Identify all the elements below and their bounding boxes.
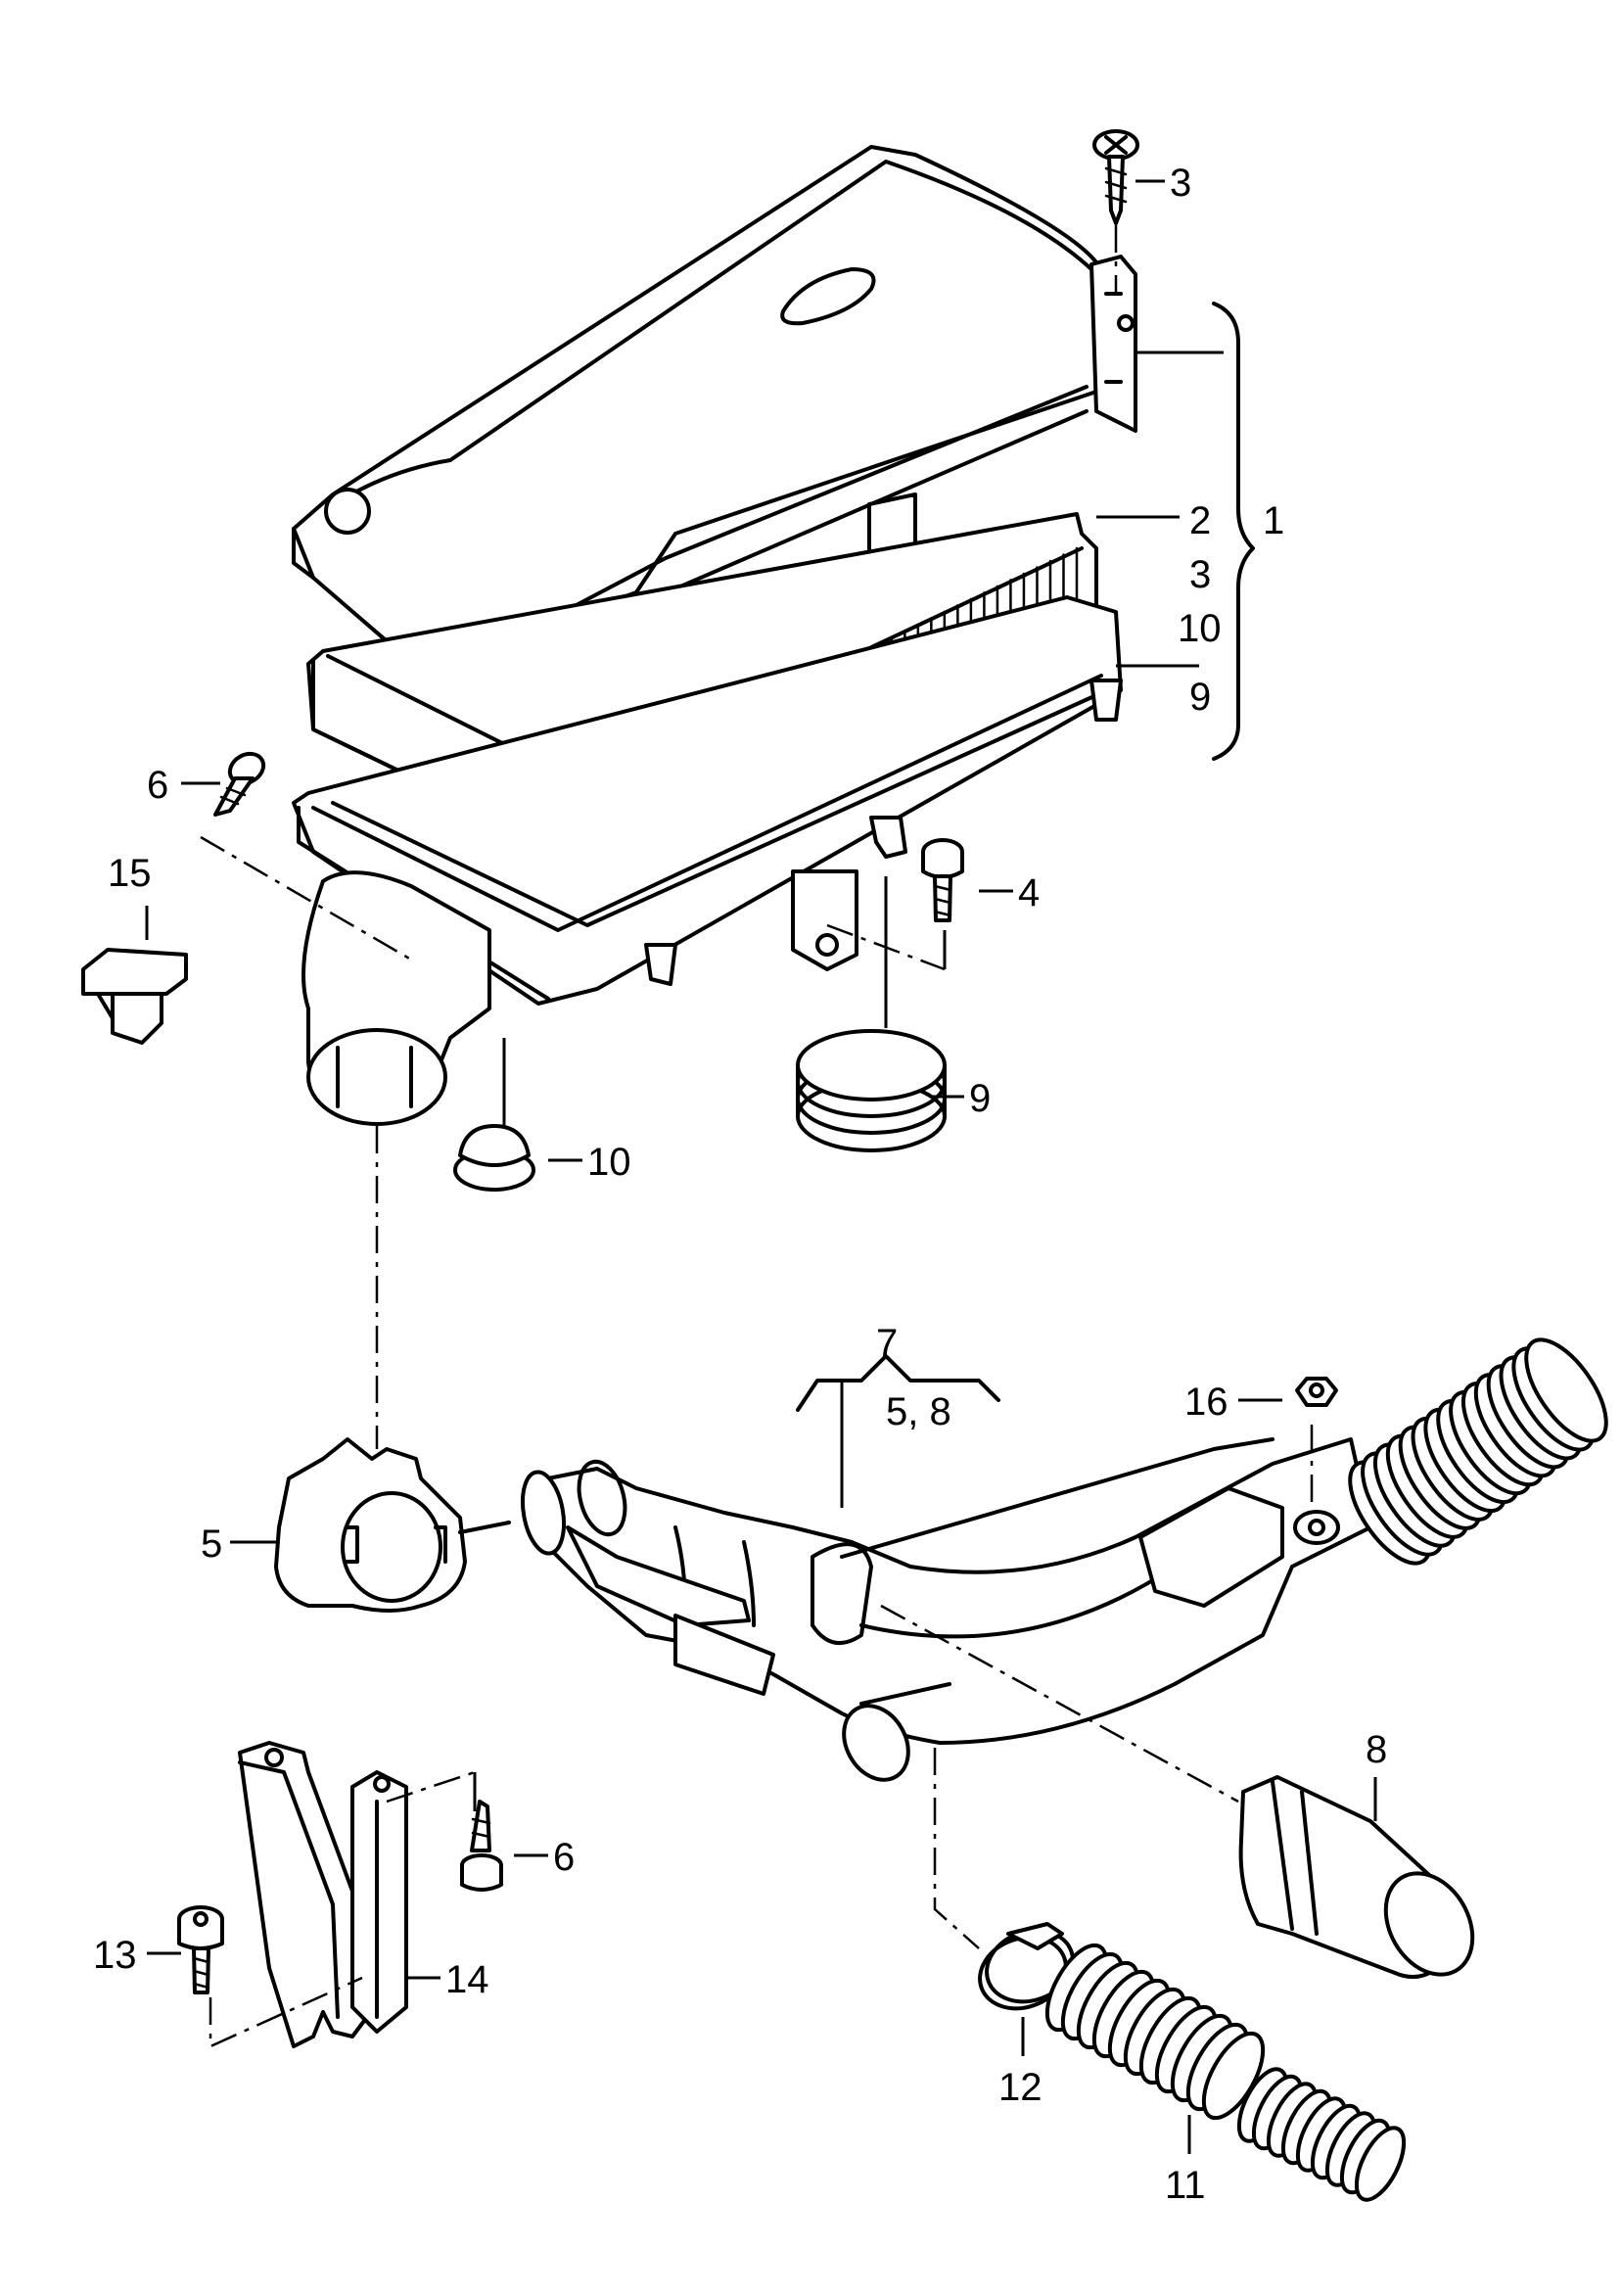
screw-6-lower-part: [460, 1800, 548, 1892]
group-bracket: [1212, 302, 1255, 761]
inlet-funnel-8-part: [1238, 1775, 1475, 1979]
callout-8: 8: [1366, 1728, 1387, 1771]
callout-14: 14: [445, 1958, 489, 2001]
grommet-10-part: [453, 1124, 535, 1192]
hose-clamp-12-part: [978, 1922, 1075, 2056]
callout-5: 5: [201, 1523, 222, 1566]
screw-6-upper-part: [200, 751, 412, 961]
bracket-14-part: [238, 1741, 440, 2048]
callout-7: 7: [876, 1322, 898, 1365]
corrugated-outlet: [1348, 1337, 1608, 1566]
callout-15: 15: [108, 852, 152, 895]
bolt-13-line: [209, 1976, 363, 2048]
callout-16: 16: [1184, 1381, 1228, 1424]
adapter-5-part: [274, 1437, 511, 1613]
callout-7-sub: 5, 8: [886, 1390, 951, 1433]
callout-10-grommet: 10: [587, 1141, 631, 1184]
duct-to-hose-line: [933, 1748, 980, 1949]
callout-9-group: 9: [1189, 676, 1211, 719]
corrugated-hose-11-part: [1044, 1943, 1407, 2202]
callout-10-group: 10: [1178, 607, 1222, 650]
callout-13: 13: [93, 1934, 137, 1977]
screw-3-part: [1092, 129, 1139, 294]
callout-11: 11: [1165, 2164, 1206, 2207]
callout-4: 4: [1018, 871, 1040, 914]
duct-to-inlet-line: [880, 1604, 1239, 1804]
bolt-13-part: [147, 1905, 224, 1994]
clip-15-part: [81, 948, 188, 1045]
callout-labels: 1 2 3 3 10 9 4 6 15 9 10 7 5, 8 16 5 8 6…: [93, 162, 1387, 2207]
upper-leader-lines: [145, 179, 1224, 1162]
intake-duct-7-part: [520, 1337, 1608, 1782]
nut-16-part: [1295, 1377, 1338, 1407]
callout-6-lower: 6: [553, 1836, 575, 1879]
callout-3-top: 3: [1170, 162, 1191, 205]
callout-7-bracket: [796, 1354, 1000, 1508]
callout-9-ring: 9: [969, 1077, 991, 1120]
callout-6-upper: 6: [147, 764, 168, 807]
lower-housing-part: [292, 595, 1123, 1126]
callout-3-group: 3: [1189, 553, 1211, 596]
callout-1: 1: [1263, 499, 1284, 542]
bolt-4-part: [826, 838, 964, 971]
seal-ring-9-part: [796, 1029, 947, 1152]
screw-6-lower-line: [386, 1770, 476, 1804]
callout-12: 12: [998, 2066, 1043, 2109]
callout-2: 2: [1189, 499, 1211, 542]
